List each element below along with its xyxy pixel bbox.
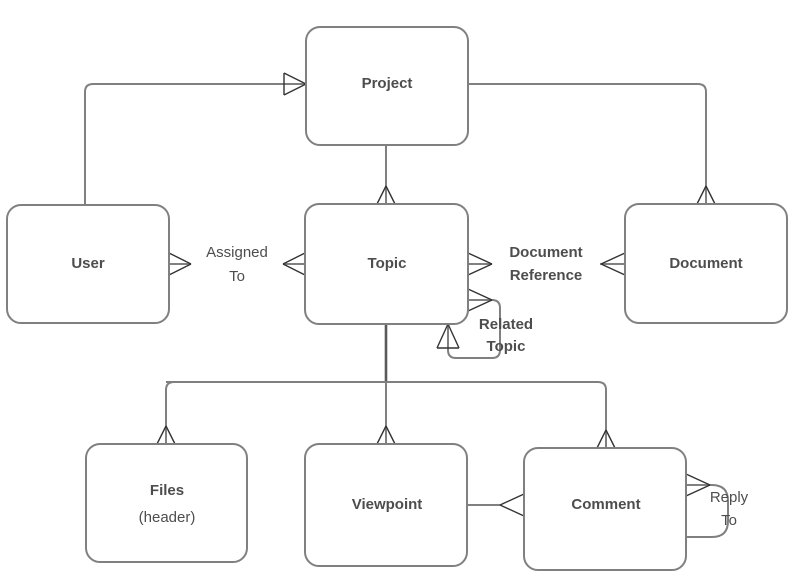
relationship-label-document-reference: Document Reference xyxy=(509,244,582,284)
entity-user[interactable]: User xyxy=(6,204,170,324)
entity-viewpoint[interactable]: Viewpoint xyxy=(304,443,468,567)
entity-topic[interactable]: Topic xyxy=(304,203,469,325)
connector-project-topic xyxy=(374,145,398,209)
assigned-to-line1: Assigned xyxy=(206,244,268,261)
entity-document[interactable]: Document xyxy=(624,203,788,324)
entity-project-box[interactable] xyxy=(305,26,469,146)
relationship-label-assigned-to: Assigned To xyxy=(206,244,268,285)
entity-files[interactable]: Files (header) xyxy=(85,443,248,563)
entity-project[interactable]: Project xyxy=(305,26,469,146)
related-topic-line1: Related xyxy=(479,316,533,333)
relationship-label-related-topic: Related Topic xyxy=(479,316,533,355)
entity-document-box[interactable] xyxy=(624,203,788,324)
entity-viewpoint-box[interactable] xyxy=(304,443,468,567)
entity-files-box[interactable] xyxy=(85,443,248,563)
relationship-label-reply-to: Reply To xyxy=(710,489,749,529)
connector-project-document xyxy=(468,83,718,209)
entity-files-label: Files xyxy=(150,482,184,499)
crowsfoot-project-user xyxy=(283,72,307,96)
connector-topic-children-trunk xyxy=(154,324,618,453)
entity-comment-label: Comment xyxy=(571,496,640,513)
reply-to-line1: Reply xyxy=(710,489,749,506)
entity-comment-box[interactable] xyxy=(523,447,687,571)
entity-document-label: Document xyxy=(669,255,742,272)
entity-viewpoint-label: Viewpoint xyxy=(352,496,423,513)
entity-comment[interactable]: Comment xyxy=(523,447,687,571)
entity-topic-box[interactable] xyxy=(304,203,469,325)
related-topic-line2: Topic xyxy=(487,338,526,355)
entity-files-sublabel: (header) xyxy=(139,509,196,526)
crowsfoot-comment-left xyxy=(499,493,525,517)
entity-user-box[interactable] xyxy=(6,204,170,324)
crowsfoot-related-topic-in xyxy=(436,323,460,349)
connector-project-user xyxy=(73,72,307,228)
entity-topic-label: Topic xyxy=(368,255,407,272)
entity-user-label: User xyxy=(71,255,105,272)
document-reference-line1: Document xyxy=(509,244,582,261)
document-reference-line2: Reference xyxy=(510,267,583,284)
assigned-to-line2: To xyxy=(229,268,245,285)
entity-project-label: Project xyxy=(362,75,413,92)
connector-viewpoint-comment xyxy=(467,493,525,517)
reply-to-line2: To xyxy=(721,512,737,529)
